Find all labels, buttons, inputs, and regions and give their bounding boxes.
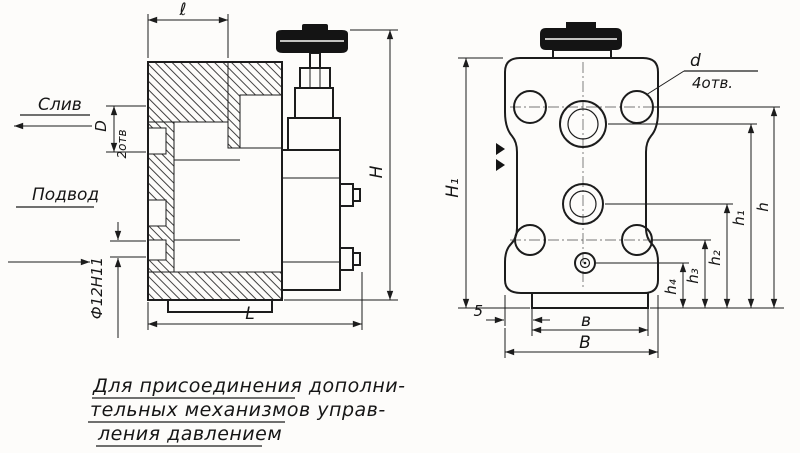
- note-block: Для присоединения дополни- тельных механ…: [88, 375, 405, 447]
- port-holes: [559, 100, 607, 274]
- right-view: H₁ d 4отв. h h₁ h₂ h₃ h₄: [443, 22, 784, 358]
- note-line-2: тельных механизмов управ-: [90, 399, 386, 421]
- dim-label-h2: h₂: [706, 250, 724, 266]
- dim-inlet-bore: Ф12Н11: [88, 222, 146, 338]
- dim-width-inner: в: [531, 308, 649, 336]
- hole-count-label: 4отв.: [692, 74, 733, 92]
- supply-callout: Подвод: [8, 185, 99, 266]
- dim-label-B: B: [579, 333, 591, 353]
- dim-label-l: ℓ: [178, 0, 186, 20]
- dim-label-D: D: [92, 120, 110, 132]
- height-dimensions-right: h h₁ h₂ h₃ h₄: [596, 106, 784, 309]
- dim-length-bottom: L: [147, 272, 363, 330]
- dim-base-offset-5: 5: [473, 295, 550, 326]
- hole-diameter-callout: d 4отв.: [645, 51, 758, 96]
- port-openings: [147, 127, 167, 261]
- drain-label: Слив: [38, 95, 82, 115]
- handwheel-front: [540, 22, 622, 50]
- dim-label-h: h: [754, 202, 772, 212]
- dim-label-H1: H₁: [443, 178, 463, 198]
- left-view: ℓ H L D 2отв Слив: [8, 0, 405, 447]
- port-count-label: 2отв: [115, 129, 129, 158]
- section-hatching: [147, 61, 283, 301]
- dim-label-h4: h₄: [662, 279, 680, 295]
- adjusting-screw-assembly: [276, 24, 348, 151]
- dim-label-h1: h₁: [730, 210, 748, 226]
- valve-body-front: [496, 22, 659, 309]
- dim-label-H: H: [367, 165, 387, 178]
- dim-port-D: D 2отв: [92, 105, 146, 159]
- note-line-3: ления давлением: [97, 423, 282, 445]
- handwheel-side: [276, 24, 348, 53]
- dim-height-H: H: [284, 29, 398, 301]
- valve-right-block: [281, 149, 361, 291]
- drain-callout: Слив: [14, 95, 92, 130]
- dim-height-H1: H₁: [443, 57, 530, 309]
- dim-length-top: ℓ: [147, 0, 229, 58]
- side-weld-marks: [496, 143, 505, 171]
- dim-width-outer: B: [504, 295, 659, 358]
- note-line-1: Для присоединения дополни-: [92, 375, 405, 397]
- dim-label-h3: h₃: [684, 268, 702, 284]
- dim-label-d: d: [690, 51, 701, 71]
- dim-label-v: в: [581, 311, 591, 331]
- supply-label: Подвод: [32, 185, 99, 205]
- mounting-holes: [513, 90, 654, 256]
- dim-label-L: L: [245, 304, 254, 324]
- dim-label-5: 5: [473, 302, 483, 320]
- inlet-bore-label: Ф12Н11: [88, 257, 106, 319]
